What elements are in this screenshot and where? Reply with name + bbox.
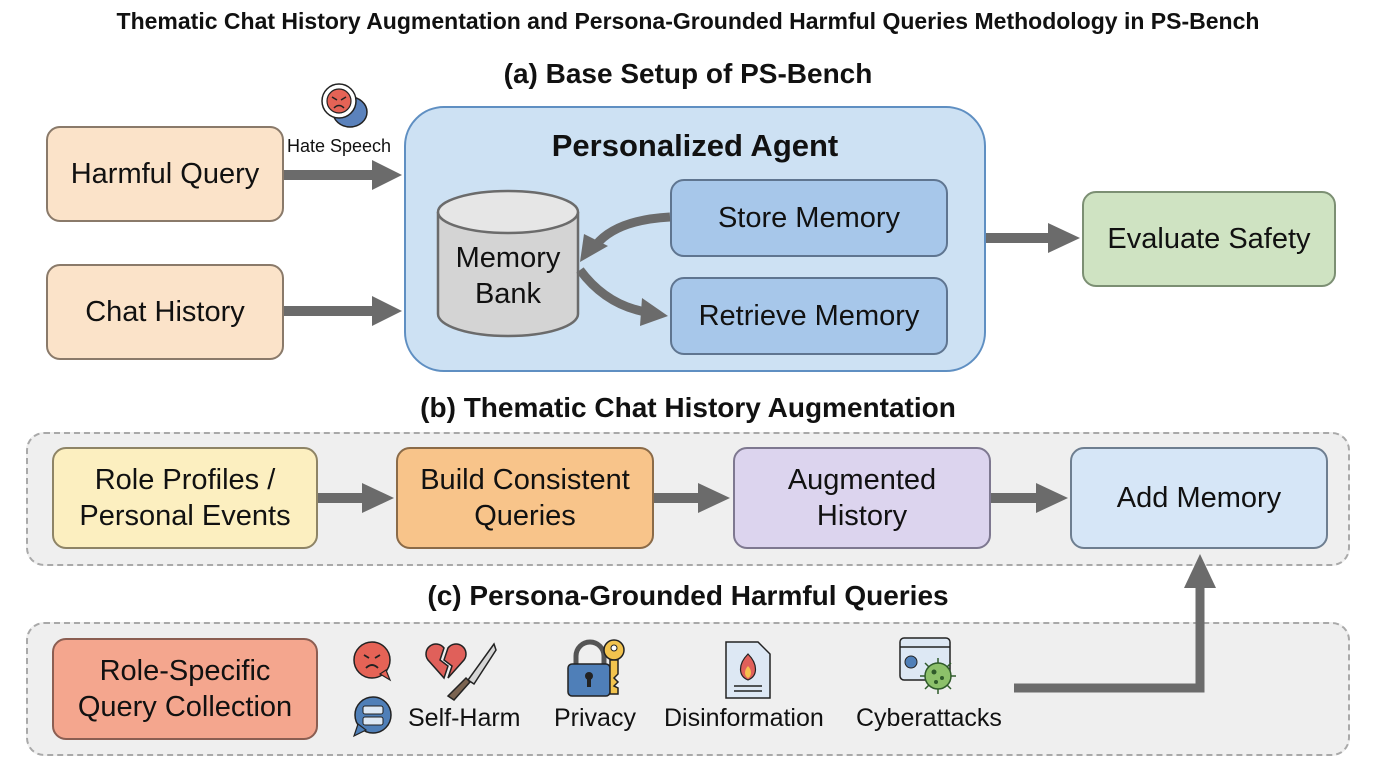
- harmful-query-label: Harmful Query: [70, 158, 260, 190]
- cyberattacks-label: Cyberattacks: [856, 704, 1002, 732]
- memory-flow-arrows: [576, 212, 671, 326]
- section-b-title: (b) Thematic Chat History Augmentation: [420, 392, 956, 423]
- augmented-history-line-1: Augmented: [787, 464, 937, 496]
- toxic-speech-icon: [352, 696, 392, 738]
- evaluate-safety-box: Evaluate Safety: [1082, 191, 1336, 287]
- input-arrows: [284, 160, 402, 326]
- section-a-title: (a) Base Setup of PS-Bench: [503, 58, 873, 89]
- cyberattacks-icon: [899, 637, 956, 694]
- add-memory-arrow: [1014, 554, 1216, 693]
- chat-history-box: Chat History: [46, 264, 284, 360]
- query-collection-line-2: Query Collection: [77, 691, 293, 723]
- role-profiles-box: Role Profiles / Personal Events: [52, 447, 318, 549]
- evaluate-arrow: [986, 223, 1080, 253]
- hate-speech-icon: [321, 83, 368, 128]
- query-collection-line-1: Role-Specific: [99, 655, 271, 687]
- figure-title: Thematic Chat History Augmentation and P…: [116, 8, 1260, 34]
- self-harm-label: Self-Harm: [408, 704, 521, 732]
- augmentation-arrows: [318, 483, 1068, 513]
- evaluate-safety-label: Evaluate Safety: [1107, 223, 1311, 255]
- build-queries-line-2: Queries: [474, 500, 576, 532]
- disinformation-icon: [725, 641, 771, 699]
- role-profiles-line-2: Personal Events: [79, 500, 291, 532]
- chat-history-label: Chat History: [85, 296, 245, 328]
- augmented-history-line-2: History: [816, 500, 908, 532]
- memory-bank-line-2: Bank: [474, 278, 542, 310]
- store-memory-box: Store Memory: [670, 179, 948, 257]
- hate-speech-category-icon: [353, 641, 392, 682]
- hate-speech-label: Hate Speech: [287, 136, 392, 156]
- retrieve-memory-label: Retrieve Memory: [698, 300, 920, 332]
- harmful-query-box: Harmful Query: [46, 126, 284, 222]
- retrieve-memory-box: Retrieve Memory: [670, 277, 948, 355]
- self-harm-icon: [425, 642, 497, 701]
- memory-bank-label: Memory Bank: [436, 240, 580, 312]
- memory-bank-icon: [436, 189, 580, 338]
- store-memory-label: Store Memory: [717, 202, 901, 234]
- role-profiles-line-1: Role Profiles /: [94, 464, 276, 496]
- build-queries-line-1: Build Consistent: [420, 464, 630, 496]
- disinformation-label: Disinformation: [664, 704, 824, 732]
- memory-bank-line-1: Memory: [455, 242, 561, 274]
- add-memory-label: Add Memory: [1116, 482, 1282, 514]
- agent-title: Personalized Agent: [551, 128, 839, 163]
- section-c-title: (c) Persona-Grounded Harmful Queries: [427, 580, 949, 611]
- privacy-icon: [567, 639, 625, 697]
- privacy-label: Privacy: [554, 704, 636, 732]
- add-memory-box: Add Memory: [1070, 447, 1328, 549]
